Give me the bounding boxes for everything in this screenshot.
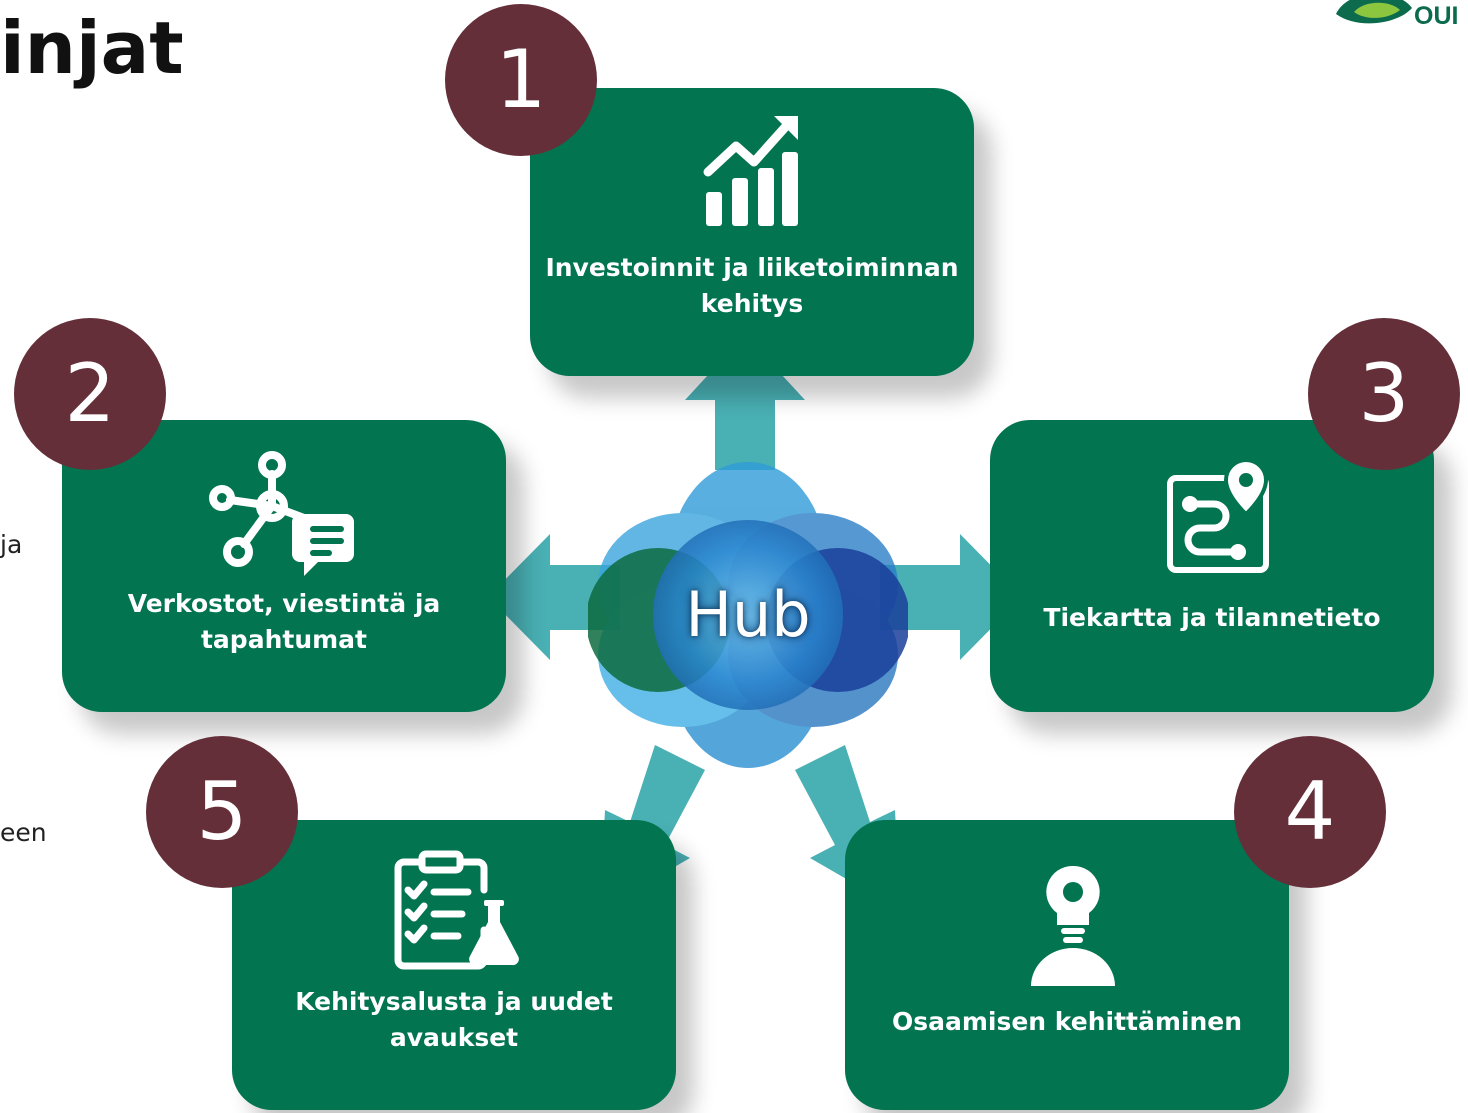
network-chat-icon bbox=[209, 451, 354, 576]
node-box-1: Investoinnit ja liiketoiminnan kehitys bbox=[530, 88, 974, 376]
arrow-right bbox=[880, 534, 1022, 660]
person-lightbulb-icon bbox=[1031, 865, 1115, 986]
number-badge-3: 3 bbox=[1308, 318, 1460, 470]
node-label-3: Tiekartta ja tilannetieto bbox=[1043, 603, 1381, 632]
hub-flower bbox=[588, 462, 908, 768]
node-label-1: Investoinnit ja liiketoiminnan kehitys bbox=[545, 253, 959, 318]
number-badge-2: 2 bbox=[14, 318, 166, 470]
node-label-5: Kehitysalusta ja uudet avaukset bbox=[295, 987, 613, 1052]
node-box-4: Osaamisen kehittäminen bbox=[845, 820, 1289, 1110]
number-badge-5: 5 bbox=[146, 736, 298, 888]
node-label-2: Verkostot, viestintä ja tapahtumat bbox=[127, 589, 441, 654]
chart-growth-icon bbox=[703, 116, 798, 226]
node-box-5: Kehitysalusta ja uudet avaukset bbox=[232, 820, 676, 1110]
logo-text: OUI bbox=[1414, 2, 1459, 30]
page-title: injat bbox=[0, 6, 184, 90]
number-badge-1: 1 bbox=[445, 4, 597, 156]
roadmap-pin-icon bbox=[1167, 460, 1269, 573]
clipboard-flask-icon bbox=[394, 850, 519, 970]
node-label-4: Osaamisen kehittäminen bbox=[891, 1007, 1243, 1036]
side-text-fragment: een bbox=[0, 818, 47, 847]
logo-icon bbox=[1336, 0, 1412, 24]
node-box-3: Tiekartta ja tilannetieto bbox=[990, 420, 1434, 712]
side-text-fragment: ja bbox=[0, 530, 23, 559]
number-badge-4: 4 bbox=[1234, 736, 1386, 888]
node-box-2: Verkostot, viestintä ja tapahtumat bbox=[62, 420, 506, 712]
arrow-left bbox=[488, 534, 620, 660]
hub-label: Hub bbox=[685, 578, 811, 651]
